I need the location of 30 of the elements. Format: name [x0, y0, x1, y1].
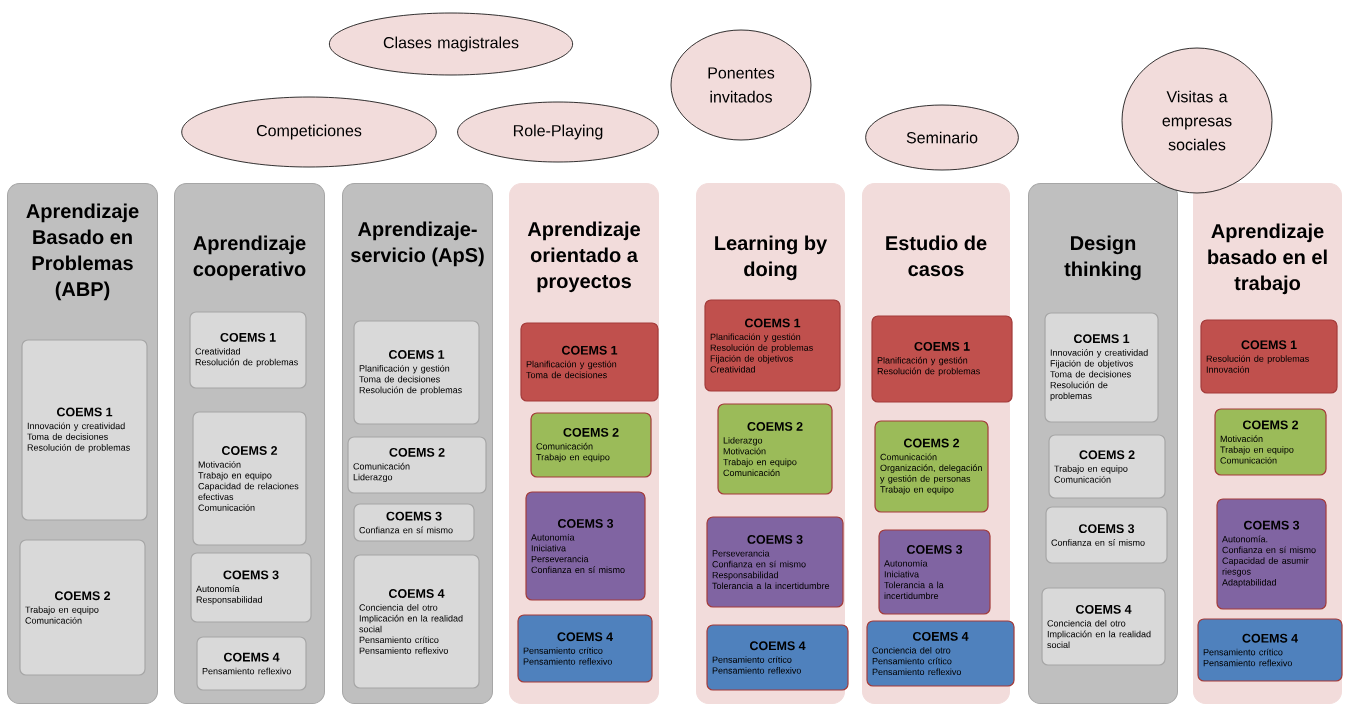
competence-box: COEMS 3 Autonomía Responsabilidad: [190, 552, 312, 623]
competence-box: COEMS 1 Creatividad Resolución de problemas: [189, 311, 307, 389]
competence-box: COEMS 2 Comunicación Liderazgo: [347, 436, 487, 494]
competence-box: COEMS 3 Confianza en sí mismo: [1045, 506, 1168, 564]
competence-box: COEMS 4 Pensamiento crítico Pensamiento reflexivo: [1197, 618, 1343, 682]
competence-box: COEMS 4 Conciencia del otro Implicación en la realidad social Pensamiento crítico Pensamiento reflexivo: [353, 554, 480, 689]
competence-box: COEMS 4 Pensamiento crítico Pensamiento reflexivo: [706, 624, 849, 691]
competence-box: COEMS 2 Trabajo en equipo Comunicación: [1048, 434, 1166, 499]
competence-box: COEMS 1 Planificación y gestión Resolución de problemas: [871, 315, 1013, 403]
competence-box: COEMS 4 Conciencia del otro Implicación en la realidad social: [1041, 587, 1166, 666]
competence-box: COEMS 1 Innovación y creatividad Toma de decisiones Resolución de problemas: [21, 339, 148, 521]
competence-box: COEMS 3 Perseverancia Confianza en sí mismo Responsabilidad Tolerancia a la incertidumbre: [706, 516, 844, 608]
competence-box: COEMS 2 Motivación Trabajo en equipo Comunicación: [1214, 408, 1327, 476]
competence-box: COEMS 3 Autonomía Iniciativa Perseverancia Confianza en sí mismo: [525, 491, 646, 601]
competence-box: COEMS 3 Autonomía Iniciativa Tolerancia a la incertidumbre: [878, 529, 991, 615]
competence-box: COEMS 3 Confianza en sí mismo: [353, 503, 475, 542]
competence-box: COEMS 1 Planificación y gestión Toma de decisiones Resolución de problemas: [353, 320, 480, 425]
competence-box: COEMS 2 Comunicación Organización, delegación y gestión de personas Trabajo en equipo: [874, 420, 989, 513]
competence-box: COEMS 2 Trabajo en equipo Comunicación: [19, 539, 146, 676]
competence-box: COEMS 1 Innovación y creatividad Fijación de objetivos Toma de decisiones Resolución de problemas: [1044, 312, 1159, 423]
competence-box: COEMS 3 Autonomía. Confianza en sí mismo Capacidad de asumir riesgos Adaptabilidad: [1216, 498, 1327, 610]
competence-box: COEMS 4 Pensamiento reflexivo: [196, 636, 307, 691]
competence-box: COEMS 4 Pensamiento crítico Pensamiento reflexivo: [517, 614, 653, 683]
competence-box: COEMS 1 Planificación y gestión Toma de decisiones: [520, 322, 659, 402]
competence-box: COEMS 1 Planificación y gestión Resolución de problemas Fijación de objetivos Creatividad: [704, 299, 841, 392]
competence-box: COEMS 2 Comunicación Trabajo en equipo: [530, 412, 652, 478]
competence-box: COEMS 1 Resolución de problemas Innovación: [1200, 319, 1338, 394]
competence-box: COEMS 4 Conciencia del otro Pensamiento crítico Pensamiento reflexivo: [866, 620, 1015, 687]
competence-box: COEMS 2 Liderazgo Motivación Trabajo en equipo Comunicación: [717, 403, 833, 495]
competence-box: COEMS 2 Motivación Trabajo en equipo Capacidad de relaciones efectivas Comunicación: [192, 411, 307, 546]
